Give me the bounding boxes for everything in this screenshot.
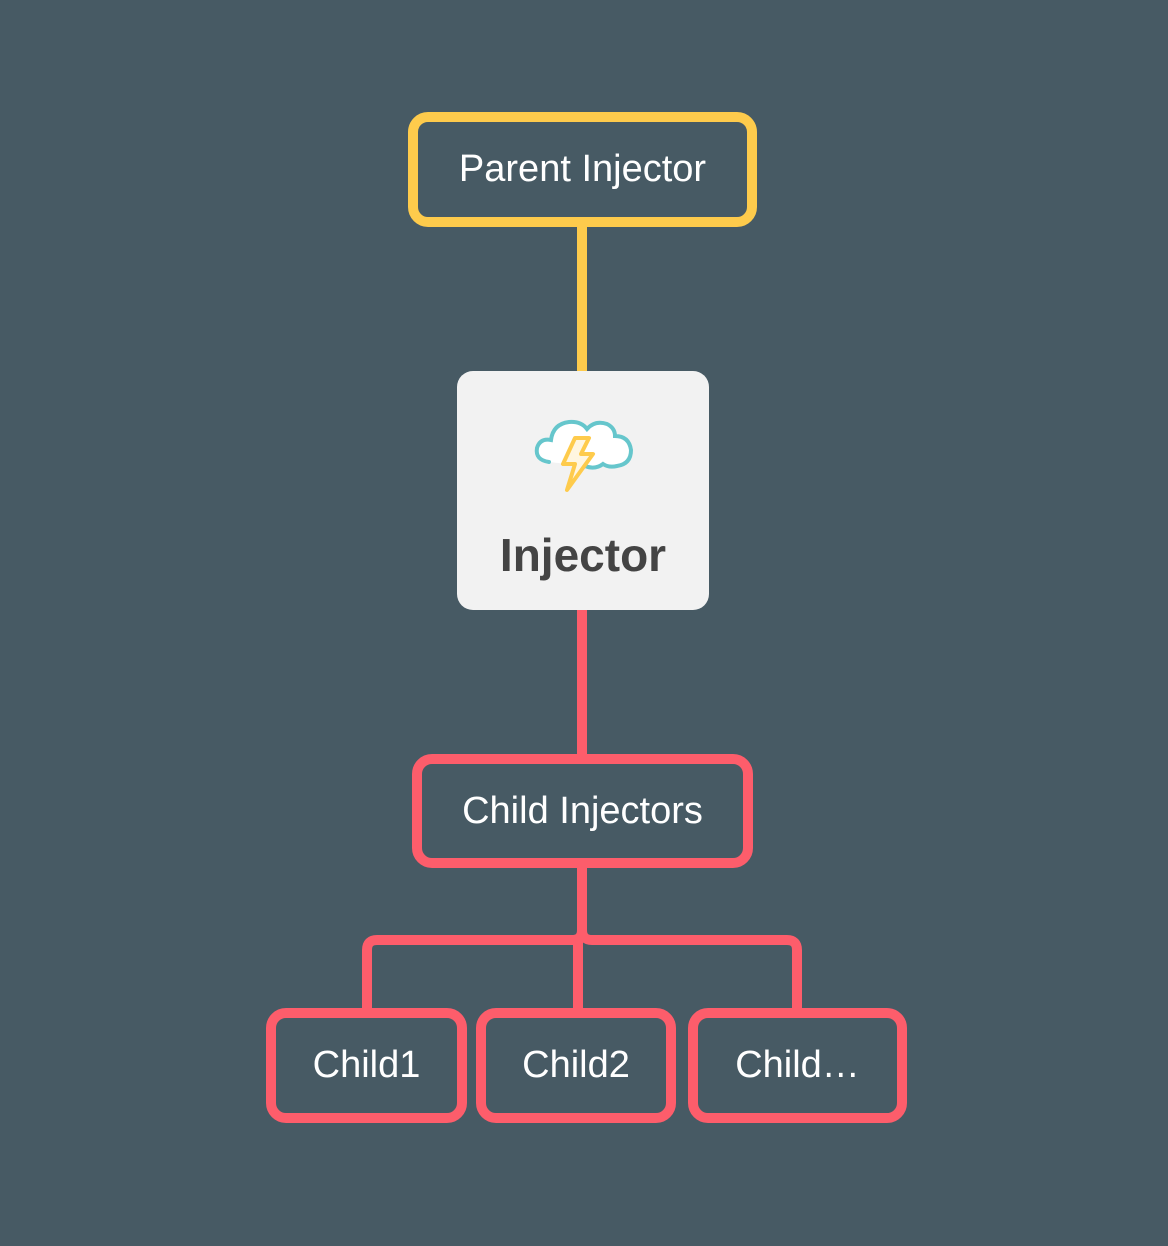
- injector-label: Injector: [499, 529, 667, 581]
- injector-node: Injector: [457, 371, 709, 610]
- child-label: Child2: [522, 1044, 630, 1086]
- child-node-2: Child2: [476, 1008, 676, 1123]
- child-node-more: Child…: [688, 1008, 907, 1123]
- parent-injector-node: Parent Injector: [408, 112, 757, 227]
- child-injectors-node: Child Injectors: [412, 754, 753, 868]
- child-label: Child1: [312, 1044, 421, 1086]
- child-node-1: Child1: [266, 1008, 467, 1123]
- children-tree-connector: [362, 866, 802, 1010]
- child-injectors-label: Child Injectors: [462, 789, 703, 832]
- cloud-lightning-icon: [534, 419, 634, 492]
- parent-injector-label: Parent Injector: [458, 148, 707, 190]
- child-label: Child…: [735, 1044, 860, 1086]
